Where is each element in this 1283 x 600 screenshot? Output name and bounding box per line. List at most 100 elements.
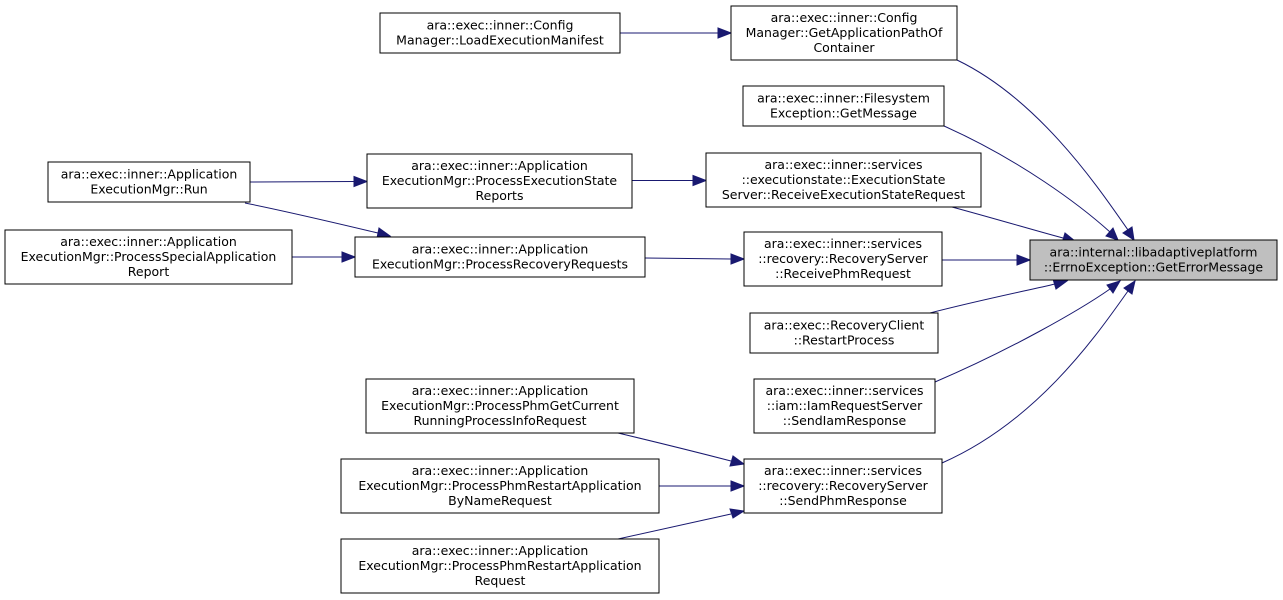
node-label-line: ExecutionMgr::ProcessPhmRestartApplicati…	[358, 558, 641, 573]
node-get-app-path[interactable]: ara::exec::inner::ConfigManager::GetAppl…	[730, 5, 958, 61]
edge-arrowhead	[717, 27, 733, 39]
edge-process_exec_state-to-receive_exec_state	[632, 174, 708, 187]
node-label-line: ara::internal::libadaptiveplatform	[1050, 245, 1258, 260]
node-label-line: Server::ReceiveExecutionStateRequest	[722, 187, 965, 202]
edge-arrowhead	[1016, 254, 1032, 266]
node-label-line: ara::exec::inner::Config	[771, 10, 918, 25]
edge-line	[943, 125, 1111, 233]
node-box	[340, 538, 660, 594]
node-box	[753, 378, 936, 434]
edge-line	[941, 290, 1129, 464]
edge-send_iam-to-target	[934, 280, 1122, 383]
node-label-line: RunningProcessInfoRequest	[413, 413, 586, 428]
edge-run-to-process_exec_state	[249, 175, 369, 188]
node-process-recovery[interactable]: ara::exec::inner::ApplicationExecutionMg…	[354, 236, 646, 278]
edge-arrowhead	[353, 175, 369, 188]
edge-fs_get_message-to-target	[943, 125, 1119, 241]
edge-line	[929, 283, 1056, 314]
node-send-iam[interactable]: ara::exec::inner::services::iam::IamRequ…	[753, 378, 936, 434]
node-box	[730, 5, 958, 61]
node-run[interactable]: ara::exec::inner::ApplicationExecutionMg…	[47, 161, 251, 203]
node-box	[743, 231, 943, 287]
node-label-line: ara::exec::inner::services	[765, 157, 923, 172]
node-label-line: ::ReceivePhmRequest	[775, 266, 911, 281]
node-label-line: ara::exec::inner::services	[764, 463, 922, 478]
node-send-phm[interactable]: ara::exec::inner::services::recovery::Re…	[743, 458, 943, 514]
edge-arrowhead	[729, 508, 746, 519]
edge-load_manifest-to-get_app_path	[620, 27, 733, 39]
edge-send_phm-to-target	[941, 279, 1136, 464]
edge-line	[951, 206, 1064, 239]
node-box	[47, 161, 251, 203]
node-box	[749, 312, 939, 354]
node-load-manifest[interactable]: ara::exec::inner::ConfigManager::LoadExe…	[379, 12, 621, 54]
node-process-special[interactable]: ara::exec::inner::ApplicationExecutionMg…	[4, 229, 293, 285]
edge-phm_restart-to-send_phm	[617, 508, 746, 540]
edge-arrowhead	[1106, 280, 1122, 294]
node-label-line: ara::exec::inner::Application	[61, 167, 238, 182]
node-label-line: ExecutionMgr::ProcessExecutionState	[382, 173, 618, 188]
node-label-line: ExecutionMgr::ProcessPhmGetCurrent	[381, 398, 619, 413]
node-phm-restart[interactable]: ara::exec::inner::ApplicationExecutionMg…	[340, 538, 660, 594]
node-phm-restart-byname[interactable]: ara::exec::inner::ApplicationExecutionMg…	[340, 458, 660, 514]
node-label-line: ExecutionMgr::ProcessPhmRestartApplicati…	[358, 478, 641, 493]
edge-line	[244, 202, 379, 234]
edge-arrowhead	[692, 174, 708, 187]
node-fs-get-message[interactable]: ara::exec::inner::FilesystemException::G…	[742, 85, 945, 127]
edge-line	[617, 432, 732, 462]
edge-process_special-to-process_recovery	[292, 251, 357, 263]
node-label-line: Request	[475, 573, 526, 588]
node-label-line: ::RestartProcess	[794, 333, 895, 348]
node-label-line: ara::exec::inner::Application	[60, 234, 237, 249]
edge-arrowhead	[341, 251, 357, 263]
node-label-line: ::recovery::RecoveryServer	[758, 251, 928, 266]
edge-line	[956, 59, 1129, 231]
node-label-line: Manager::GetApplicationPathOf	[746, 25, 943, 40]
node-label-line: ara::exec::inner::Config	[427, 18, 574, 33]
node-box	[366, 153, 633, 209]
nodes-layer: ara::internal::libadaptiveplatform::Errn…	[4, 5, 1278, 594]
node-label-line: ::SendPhmResponse	[779, 493, 907, 508]
node-label-line: ::SendIamResponse	[783, 413, 907, 428]
node-label-line: ByNameRequest	[448, 493, 552, 508]
node-label-line: ara::exec::inner::services	[766, 383, 924, 398]
node-label-line: ara::exec::inner::Application	[411, 158, 588, 173]
node-label-line: Report	[128, 264, 170, 279]
edge-phm_current-to-send_phm	[617, 432, 746, 467]
edge-line	[644, 257, 732, 260]
node-label-line: Manager::LoadExecutionManifest	[396, 33, 604, 48]
node-receive-exec-state[interactable]: ara::exec::inner::services::executionsta…	[705, 152, 982, 208]
node-label-line: ::ErrnoException::GetErrorMessage	[1044, 260, 1264, 275]
node-label-line: ::iam::IamRequestServer	[767, 398, 923, 413]
edge-process_recovery-to-receive_phm	[644, 253, 746, 265]
node-box	[354, 236, 646, 278]
node-phm-current[interactable]: ara::exec::inner::ApplicationExecutionMg…	[365, 378, 635, 434]
edge-arrowhead	[730, 253, 746, 265]
node-process-exec-state[interactable]: ara::exec::inner::ApplicationExecutionMg…	[366, 153, 633, 209]
node-label-line: Reports	[476, 188, 524, 203]
edge-phm_restart_byname-to-send_phm	[659, 480, 746, 492]
edge-receive_phm-to-target	[942, 254, 1032, 266]
edge-get_app_path-to-target	[956, 59, 1135, 242]
node-label-line: ExecutionMgr::ProcessRecoveryRequests	[372, 257, 628, 272]
node-target[interactable]: ara::internal::libadaptiveplatform::Errn…	[1029, 239, 1278, 281]
node-label-line: ::recovery::RecoveryServer	[758, 478, 928, 493]
edge-arrowhead	[729, 455, 746, 467]
edge-arrowhead	[1122, 226, 1135, 242]
node-label-line: ara::exec::inner::services	[764, 236, 922, 251]
node-box	[743, 458, 943, 514]
node-box	[1029, 239, 1278, 281]
node-label-line: ara::exec::inner::Filesystem	[757, 91, 930, 106]
node-restart-process[interactable]: ara::exec::RecoveryClient::RestartProces…	[749, 312, 939, 354]
node-box	[379, 12, 621, 54]
edge-arrowhead	[1123, 279, 1136, 295]
edge-line	[249, 181, 355, 183]
node-box	[4, 229, 293, 285]
node-label-line: ExecutionMgr::ProcessSpecialApplication	[21, 249, 277, 264]
node-label-line: ara::exec::inner::Application	[412, 242, 589, 257]
node-box	[705, 152, 982, 208]
node-box	[742, 85, 945, 127]
node-label-line: ara::exec::RecoveryClient	[764, 318, 925, 333]
node-receive-phm[interactable]: ara::exec::inner::services::recovery::Re…	[743, 231, 943, 287]
